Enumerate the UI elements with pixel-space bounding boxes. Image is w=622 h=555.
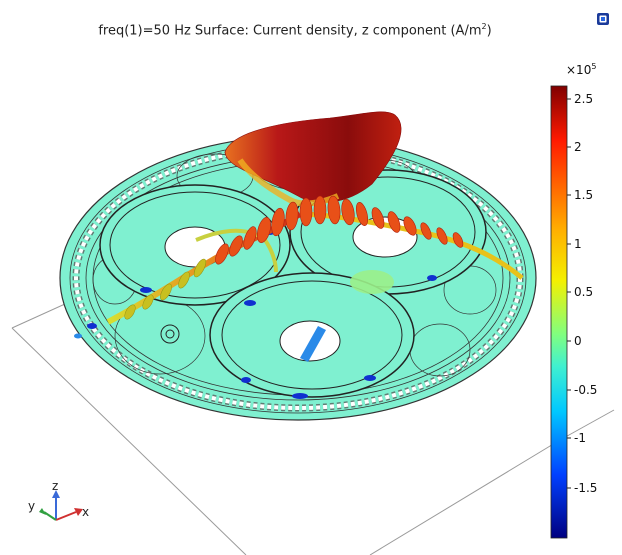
plot-title-suffix: ) <box>486 23 492 39</box>
colorbar-tick: 2.5 <box>574 92 593 106</box>
cable-cross-section <box>59 135 537 421</box>
colorbar-tick: 1.5 <box>574 188 593 202</box>
axis-triad: z x y <box>28 479 89 521</box>
colorbar-tick: 2 <box>574 140 582 154</box>
plot-title-text: freq(1)=50 Hz Surface: Current density, … <box>98 23 482 39</box>
comsol-cube-icon[interactable] <box>596 11 610 25</box>
current-ribbon-overlay <box>106 111 524 325</box>
comsol-cube-icon-glyph <box>597 13 609 25</box>
color-legend: 2.5 2 1.5 1 0.5 0 -0.5 -1 -1.5 <box>550 85 597 539</box>
colorbar-multiplier-base: ×10 <box>566 63 592 77</box>
colorbar-tick: -1 <box>574 431 586 445</box>
colorbar-multiplier-exp: 5 <box>591 62 597 71</box>
x-axis-label: x <box>82 505 89 519</box>
colorbar-multiplier: ×105 <box>566 62 596 77</box>
colorbar-tick: -0.5 <box>574 383 597 397</box>
colorbar-tick: -1.5 <box>574 481 597 495</box>
z-axis-label: z <box>52 479 58 493</box>
colorbar-tick: 1 <box>574 237 582 251</box>
plot-title: freq(1)=50 Hz Surface: Current density, … <box>0 22 590 38</box>
y-axis-label: y <box>28 499 35 513</box>
colorbar-tick: 0.5 <box>574 285 593 299</box>
plot-title-exponent: 2 <box>481 22 487 31</box>
colorbar-tick: 0 <box>574 334 582 348</box>
